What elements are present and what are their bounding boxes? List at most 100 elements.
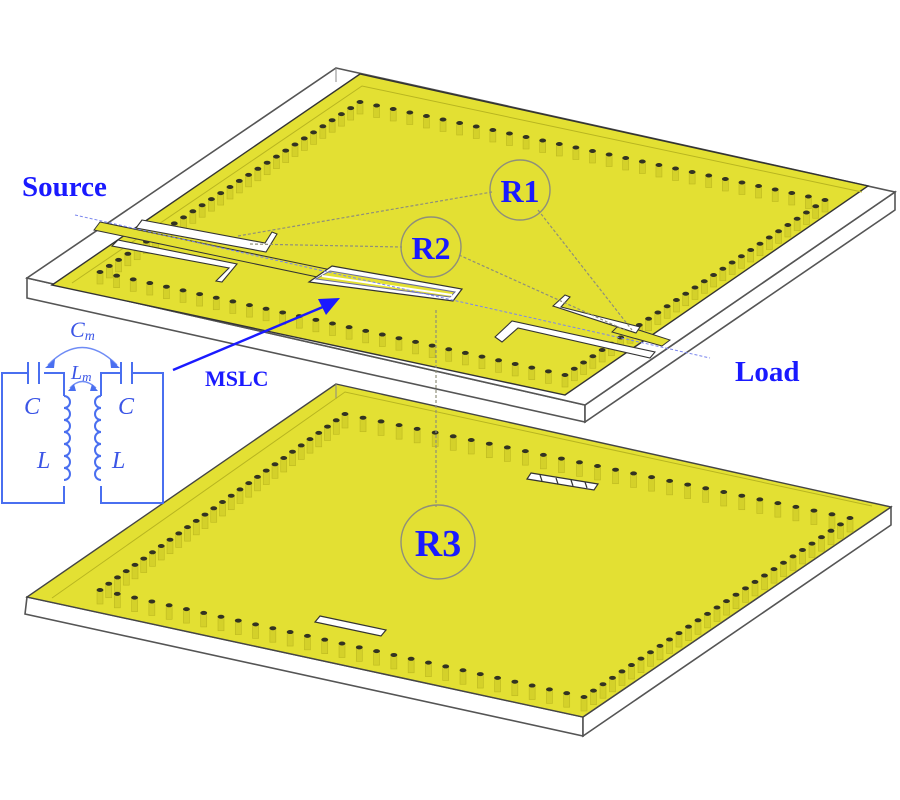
via-body <box>494 677 501 693</box>
via-hole <box>818 535 825 540</box>
via-body <box>131 597 138 612</box>
via-hole <box>165 603 173 608</box>
via-hole <box>245 172 252 177</box>
via-hole <box>389 107 397 111</box>
via-hole <box>770 567 778 572</box>
via-body <box>183 608 190 624</box>
via-hole <box>672 166 679 171</box>
via-hole <box>528 683 536 688</box>
via-hole <box>528 365 536 370</box>
via-body <box>666 480 673 496</box>
via-body <box>373 650 380 666</box>
source-slot-upper[interactable] <box>135 219 278 253</box>
mslc-arrow-icon <box>172 298 340 372</box>
via-body <box>594 465 601 481</box>
via-body <box>609 677 616 693</box>
resonator-R3[interactable]: R3 <box>400 504 476 580</box>
signal-path-line <box>74 214 711 359</box>
via-body <box>148 601 156 616</box>
via-body <box>407 658 415 674</box>
via-hole <box>705 173 713 178</box>
via-hole <box>761 573 768 578</box>
load-slot-upper[interactable] <box>551 294 641 334</box>
via-hole <box>594 464 601 468</box>
via-hole <box>315 430 323 435</box>
via-hole <box>673 298 680 302</box>
via-body <box>210 507 218 523</box>
resonator-R2[interactable]: R2 <box>400 216 462 278</box>
via-hole <box>799 547 806 552</box>
via-hole <box>756 497 764 502</box>
via-hole <box>506 131 513 136</box>
via-hole <box>654 310 662 315</box>
bottom-slot-back[interactable] <box>525 472 600 491</box>
via-hole <box>511 361 519 366</box>
via-hole <box>663 304 671 309</box>
via-hole <box>300 136 308 141</box>
via-body <box>648 476 655 492</box>
via-hole <box>212 295 220 300</box>
via-hole <box>546 687 553 692</box>
via-hole <box>254 474 261 479</box>
via-body <box>413 428 421 444</box>
via-hole <box>648 475 656 480</box>
via-hole <box>184 525 191 530</box>
via-hole <box>719 266 727 271</box>
via-hole <box>827 528 835 533</box>
via-body <box>713 607 721 622</box>
source-slot-lower[interactable] <box>110 239 239 283</box>
via-hole <box>373 649 380 654</box>
via-hole <box>467 438 475 442</box>
via-hole <box>338 112 345 117</box>
via-body <box>702 487 710 503</box>
via-hole <box>738 180 746 185</box>
via-hole <box>198 203 206 208</box>
via-hole <box>345 325 353 330</box>
via-body <box>227 495 235 511</box>
via-hole <box>539 452 547 457</box>
via-body <box>818 536 825 552</box>
via-hole <box>792 504 800 509</box>
resonator-R1[interactable]: R1 <box>489 159 551 221</box>
via-body <box>774 502 782 518</box>
via-hole <box>124 251 132 256</box>
via-hole <box>113 591 121 596</box>
via-body <box>789 556 797 571</box>
via-hole <box>310 130 317 135</box>
via-hole <box>821 198 829 202</box>
via-hole <box>319 124 327 129</box>
via-body <box>217 616 225 632</box>
via-hole <box>503 445 511 450</box>
via-body <box>656 645 664 661</box>
via-body <box>449 435 457 451</box>
via-hole <box>666 478 674 483</box>
via-hole <box>306 437 314 442</box>
via-body <box>201 514 209 529</box>
bottom-slot-front[interactable] <box>313 615 388 637</box>
via-hole <box>157 544 165 548</box>
via-body <box>140 558 148 573</box>
via-body <box>332 419 340 435</box>
callout-lines <box>237 191 633 507</box>
via-body <box>684 484 691 499</box>
via-body <box>732 594 740 610</box>
via-hole <box>684 482 692 487</box>
via-hole <box>328 118 336 123</box>
via-body <box>297 445 305 460</box>
via-body <box>685 626 692 641</box>
via-body <box>390 654 398 670</box>
via-hole <box>628 663 635 668</box>
via-hole <box>377 419 385 424</box>
via-body <box>184 526 191 542</box>
via-hole <box>599 682 607 687</box>
load-slot-lower[interactable] <box>494 320 657 359</box>
via-hole <box>561 373 569 377</box>
via-body <box>528 685 536 700</box>
via-hole <box>428 343 436 348</box>
via-hole <box>425 660 432 665</box>
via-hole <box>217 614 225 619</box>
via-body <box>245 482 253 498</box>
via-hole <box>449 434 457 439</box>
via-hole <box>765 235 773 240</box>
via-hole <box>312 317 320 322</box>
